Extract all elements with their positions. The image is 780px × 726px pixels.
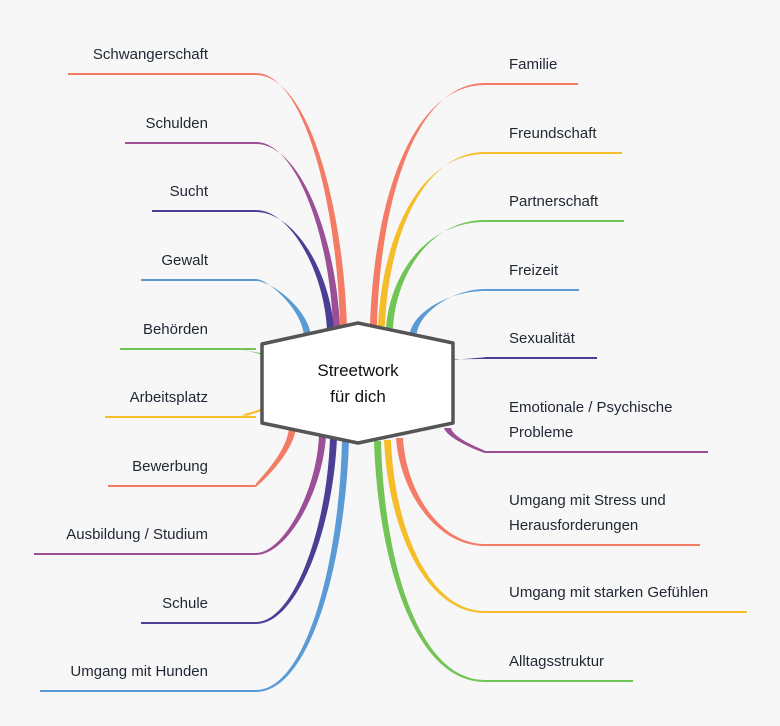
right-branch: Partnerschaft (386, 193, 624, 328)
branch-label: Gewalt (161, 252, 209, 269)
branch-label: Partnerschaft (509, 193, 599, 210)
branch-label: Arbeitsplatz (130, 389, 208, 406)
branch-label: Schwangerschaft (93, 46, 209, 63)
branch-connector (256, 279, 311, 335)
right-branch: Alltagsstruktur (374, 441, 633, 682)
branch-connector (444, 428, 486, 453)
branch-label-line: Schwangerschaft (93, 46, 209, 63)
right-branch: Familie (370, 56, 578, 325)
branch-label-line: Alltagsstruktur (509, 653, 604, 670)
branch-connector (396, 438, 485, 546)
branch-connector (256, 142, 340, 328)
branch-label: Sexualität (509, 330, 576, 347)
branch-label-line: Emotionale / Psychische (509, 399, 672, 416)
left-branch: Schwangerschaft (68, 46, 347, 327)
center-title-line: Streetwork (317, 361, 399, 380)
branch-label-line: Bewerbung (132, 458, 208, 475)
branch-label: Bewerbung (132, 458, 208, 475)
branch-label-line: Freizeit (509, 262, 559, 279)
branch-label: Freundschaft (509, 125, 597, 142)
left-branch: Behörden (120, 321, 268, 355)
left-branch: Umgang mit Hunden (40, 441, 349, 692)
branch-label-line: Schule (162, 595, 208, 612)
branch-label: Behörden (143, 321, 208, 338)
branch-label: Ausbildung / Studium (66, 526, 208, 543)
right-branch: Freundschaft (378, 125, 622, 326)
right-branch: Umgang mit starken Gefühlen (384, 440, 747, 613)
branch-label-line: Freundschaft (509, 125, 597, 142)
left-branch: Gewalt (141, 252, 311, 335)
branch-label: Sucht (170, 183, 209, 200)
right-branch: Sexualität (449, 330, 597, 360)
branch-connector (256, 436, 326, 555)
branch-label-line: Sucht (170, 183, 209, 200)
branch-label: Alltagsstruktur (509, 653, 604, 670)
branch-label-line: Sexualität (509, 330, 576, 347)
center-title-line: für dich (330, 387, 386, 406)
right-branch: Freizeit (410, 262, 579, 333)
left-branch: Schule (141, 438, 337, 624)
branch-label-line: Partnerschaft (509, 193, 599, 210)
branch-label-line: Schulden (145, 115, 208, 132)
branch-connector (255, 428, 296, 487)
branch-label-line: Umgang mit Hunden (70, 663, 208, 680)
branch-label: Umgang mit Hunden (70, 663, 208, 680)
branch-label: Freizeit (509, 262, 559, 279)
branch-connector (256, 438, 337, 624)
left-branch: Arbeitsplatz (105, 389, 268, 418)
branch-label-line: Herausforderungen (509, 517, 638, 534)
branch-connector (256, 73, 347, 327)
branch-connector (386, 220, 485, 328)
branch-label-line: Gewalt (161, 252, 209, 269)
branch-connector (256, 441, 349, 692)
left-branch: Ausbildung / Studium (34, 436, 326, 555)
branch-connector (384, 440, 485, 613)
branch-connector (410, 289, 485, 333)
left-branch: Bewerbung (108, 428, 296, 487)
branch-label-line: Umgang mit Stress und (509, 492, 666, 509)
branch-label: Schule (162, 595, 208, 612)
branch-label: Familie (509, 56, 557, 73)
branch-label-line: Familie (509, 56, 557, 73)
left-branch: Sucht (152, 183, 334, 330)
center-title: Streetwork für dich (317, 361, 399, 406)
branch-connector (256, 210, 334, 330)
branch-label-line: Behörden (143, 321, 208, 338)
center-hexagon (260, 321, 455, 445)
branch-label-line: Probleme (509, 424, 573, 441)
branch-connectors: SchwangerschaftSchuldenSuchtGewaltBehörd… (34, 46, 747, 692)
left-branch: Schulden (125, 115, 340, 328)
branch-label-line: Arbeitsplatz (130, 389, 208, 406)
branch-label: Schulden (145, 115, 208, 132)
branch-label-line: Ausbildung / Studium (66, 526, 208, 543)
branch-label: Umgang mit starken Gefühlen (509, 584, 708, 601)
center-node: Streetwork für dich (260, 321, 455, 445)
branch-label-line: Umgang mit starken Gefühlen (509, 584, 708, 601)
